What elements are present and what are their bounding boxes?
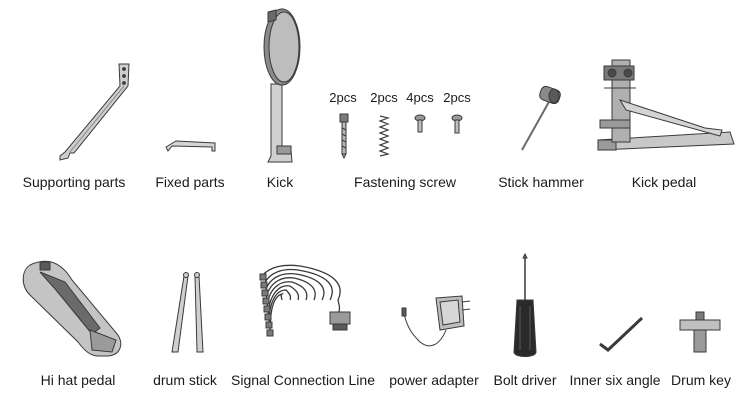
stick-hammer-icon [521, 85, 561, 151]
label-fastening-screw: Fastening screw [354, 174, 456, 190]
kick-icon [263, 8, 301, 163]
hi-hat-pedal-icon [22, 260, 122, 357]
label-fixed-parts: Fixed parts [155, 174, 225, 190]
label-power-adapter: power adapter [389, 372, 479, 388]
label-inner-six-angle: Inner six angle [569, 372, 661, 388]
drum-key-icon [679, 311, 721, 353]
screw-quantity-3: 4pcs [406, 90, 434, 105]
label-supporting-parts: Supporting parts [22, 174, 126, 190]
kick-pedal-icon [597, 59, 735, 151]
screw-quantity-2: 2pcs [370, 90, 398, 105]
label-drum-stick: drum stick [153, 372, 217, 388]
screw-quantity-1: 2pcs [329, 90, 357, 105]
screw-quantity-4: 2pcs [443, 90, 471, 105]
label-kick: Kick [266, 174, 294, 190]
label-bolt-driver: Bolt driver [493, 372, 557, 388]
supporting-parts-icon [59, 63, 130, 161]
label-kick-pedal: Kick pedal [631, 174, 697, 190]
drum-stick-icon [171, 272, 204, 353]
signal-connection-line-icon [261, 264, 341, 333]
spring-icon [378, 115, 391, 157]
connector-plug-icon [259, 273, 351, 337]
label-drum-key: Drum key [671, 372, 731, 388]
bolt-driver-icon [513, 252, 537, 357]
label-signal-connection-line: Signal Connection Line [231, 372, 375, 388]
label-stick-hammer: Stick hammer [498, 174, 584, 190]
small-screw-icon [414, 114, 426, 133]
fixed-parts-icon [165, 140, 216, 152]
fastening-screw-icon [339, 113, 349, 160]
label-hi-hat-pedal: Hi hat pedal [40, 372, 116, 388]
small-screw-icon-2 [451, 114, 463, 134]
power-adapter-icon [401, 295, 471, 347]
inner-six-angle-icon [599, 316, 644, 352]
